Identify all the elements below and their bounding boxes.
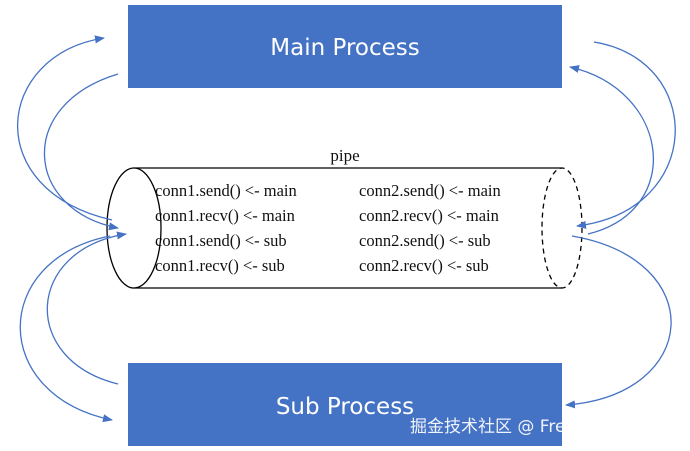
pipe-line-right-3: conn2.send() <- sub: [359, 231, 491, 250]
right-arrows: [565, 41, 676, 409]
sub-process-rect: [128, 363, 562, 446]
sub-process-label: Sub Process: [276, 394, 414, 420]
pipe-line-left-4: conn1.recv() <- sub: [155, 256, 285, 275]
watermark-text: 掘金技术社区 @ Freak嵌入式: [410, 417, 637, 437]
pipe-line-right-2: conn2.recv() <- main: [359, 206, 499, 225]
pipe-line-left-1: conn1.send() <- main: [155, 181, 297, 200]
pipe-title: pipe: [330, 146, 359, 165]
pipe-cylinder: pipe conn1.send() <- main conn1.recv() <…: [106, 146, 583, 289]
arrow-pipe-to-main-inner: [569, 65, 654, 235]
pipe-left-end: [106, 167, 162, 289]
pipe-line-right-1: conn2.send() <- main: [359, 181, 501, 200]
arrow-main-to-pipe-inner: [43, 73, 119, 231]
arrow-pipe-to-sub-right: [565, 235, 672, 409]
arrow-pipe-to-main-outer: [16, 35, 113, 221]
main-process-label: Main Process: [270, 35, 419, 61]
left-arrows: [16, 35, 127, 423]
sub-process-box: Sub Process: [128, 363, 562, 446]
pipe-line-right-4: conn2.recv() <- sub: [359, 256, 489, 275]
main-process-box: Main Process: [128, 5, 562, 88]
pipe-line-left-3: conn1.send() <- sub: [155, 231, 287, 250]
arrow-pipe-to-sub-outer: [19, 235, 113, 423]
main-process-rect: [128, 5, 562, 88]
arrow-main-to-pipe-outer: [576, 41, 676, 229]
pipe-right-end: [541, 167, 583, 289]
pipe-line-left-2: conn1.recv() <- main: [155, 206, 295, 225]
arrow-sub-to-pipe-inner: [46, 231, 127, 385]
